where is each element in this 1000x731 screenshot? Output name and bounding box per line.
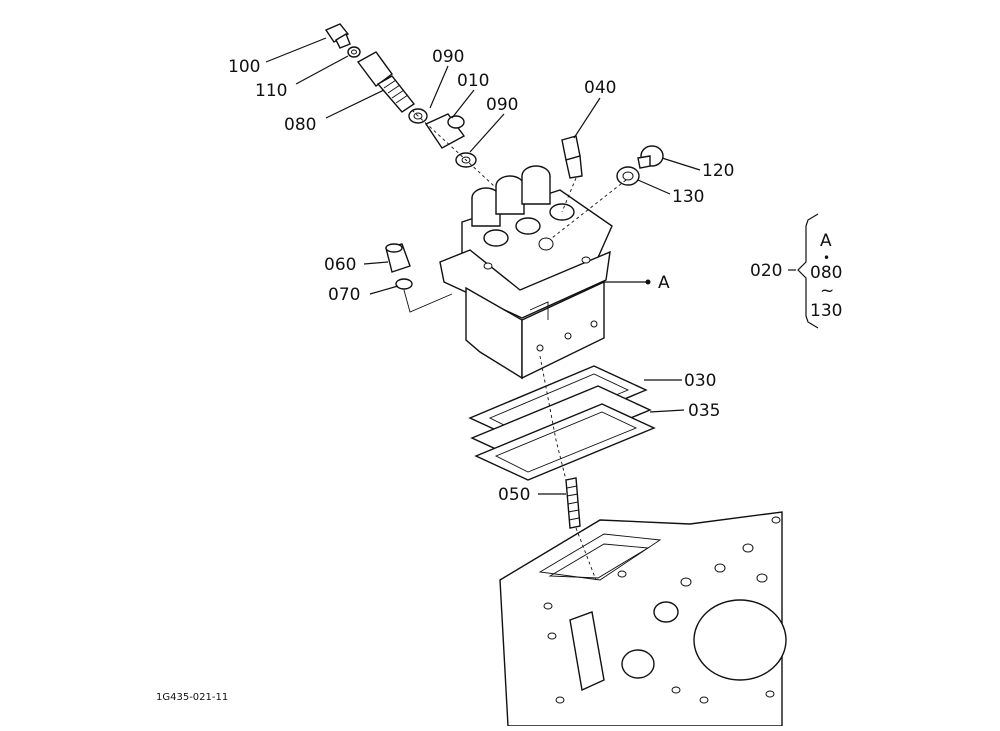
leader-lines	[265, 37, 796, 495]
callout-040: 040	[584, 78, 616, 98]
alignment-lines	[403, 109, 627, 581]
callout-A: A	[658, 273, 670, 293]
callout-050: 050	[498, 485, 530, 505]
assembly-note-to: 130	[810, 301, 842, 321]
assembly-bracket	[797, 213, 819, 329]
callout-070: 070	[328, 285, 360, 305]
ring-070	[395, 278, 413, 290]
assembly-note: A • 080 ~ 130	[810, 231, 842, 321]
callout-labels: 100 110 080 090 010 090 040 120 130 060 …	[228, 47, 782, 505]
figure-code: 1G435-021-11	[156, 692, 228, 703]
assembly-note-from: 080	[810, 263, 842, 283]
gasket-035	[470, 385, 656, 481]
assembly-note-tilde: ~	[820, 281, 834, 301]
assembly-note-ref: A	[820, 231, 832, 251]
callout-110: 110	[255, 81, 287, 101]
callout-020: 020	[750, 261, 782, 281]
screw-120	[637, 145, 664, 169]
sleeve-060	[385, 243, 411, 273]
callout-010: 010	[457, 71, 489, 91]
valve-holder-080	[356, 51, 416, 113]
stud-050	[565, 477, 581, 529]
assembly-note-dot: •	[823, 251, 830, 265]
callout-030: 030	[684, 371, 716, 391]
part-010	[424, 113, 466, 149]
callout-100: 100	[228, 57, 260, 77]
callout-090-lower: 090	[486, 95, 518, 115]
callout-130: 130	[672, 187, 704, 207]
hollow-bolt-100	[324, 23, 351, 49]
callout-080: 080	[284, 115, 316, 135]
engine-block	[499, 511, 787, 727]
fitting-040	[561, 135, 583, 179]
washer-110	[347, 46, 361, 58]
washer-130	[616, 166, 640, 186]
callout-090-upper: 090	[432, 47, 464, 67]
callout-120: 120	[702, 161, 734, 181]
callout-060: 060	[324, 255, 356, 275]
injection-pump	[439, 165, 613, 380]
callout-035: 035	[688, 401, 720, 421]
